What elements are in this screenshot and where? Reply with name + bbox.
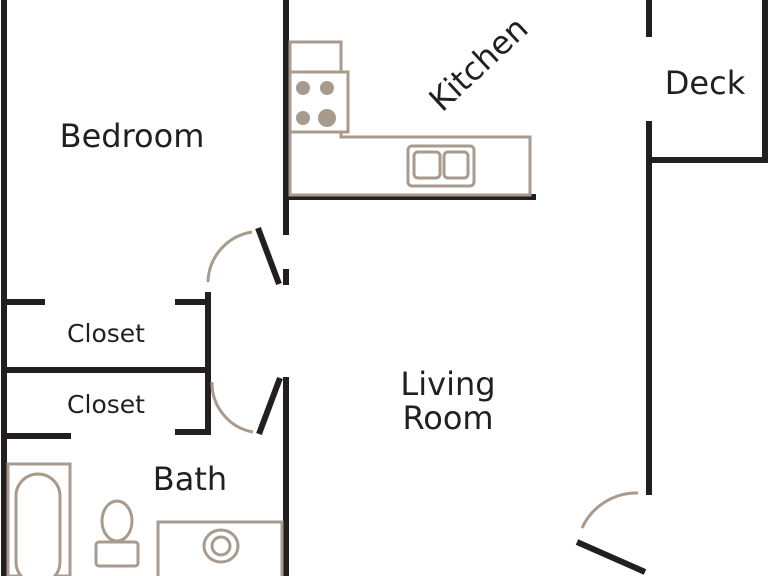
living-room-label-line2: Room: [402, 399, 493, 437]
toilet-icon: [100, 499, 134, 543]
bath-label: Bath: [153, 460, 227, 498]
living-room-label-line1: Living: [400, 365, 495, 403]
bedroom-label: Bedroom: [60, 117, 205, 155]
door-swing-icon: [580, 491, 639, 529]
bath-sink-drain: [210, 535, 232, 557]
bath-fixtures: [6, 462, 284, 576]
kitchen-fixtures: [288, 40, 532, 197]
door-swing-icon: [206, 230, 253, 283]
entry-door: [575, 539, 647, 575]
doors: [206, 226, 647, 575]
sink-basin-right: [442, 150, 470, 180]
deck-label: Deck: [665, 64, 746, 102]
kitchen-label: Kitchen: [422, 9, 536, 119]
closet-label-lower: Closet: [67, 390, 145, 419]
stove-burner: [318, 109, 336, 127]
stove-burner: [296, 81, 310, 95]
bathtub-basin: [14, 472, 62, 576]
closet-label-upper: Closet: [67, 319, 145, 348]
stove-burner: [296, 111, 310, 125]
door-swing-icon: [210, 381, 254, 434]
sink-basin-left: [412, 150, 442, 180]
bedroom-door: [255, 226, 282, 286]
toilet-tank: [94, 540, 140, 568]
bath-door: [256, 376, 283, 436]
room-labels: Bedroom Kitchen Deck Closet Closet Livin…: [60, 9, 746, 498]
stove-burner: [320, 81, 334, 95]
